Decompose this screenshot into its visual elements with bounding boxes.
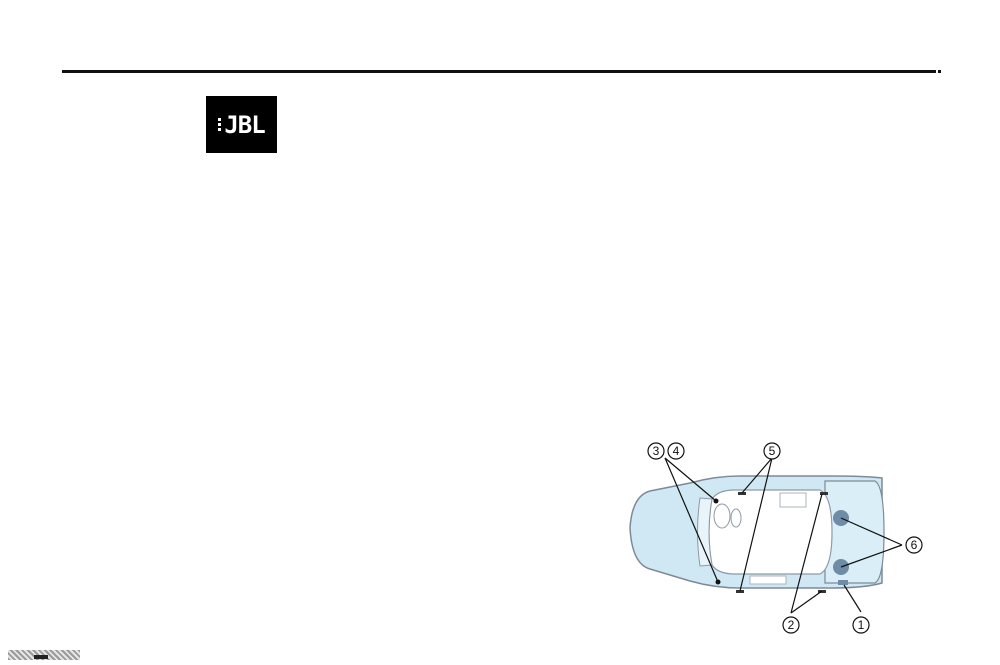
- rear-seat-top: [779, 492, 807, 508]
- jbl-logo: JBL: [206, 96, 277, 153]
- front-seat-left: [713, 503, 731, 529]
- callout-6-label: 6: [911, 538, 918, 552]
- jbl-logo-mark: JBL: [218, 110, 266, 139]
- car-cabin: [708, 489, 833, 575]
- callout-2-circle: [782, 616, 800, 634]
- callout-5-label: 5: [769, 444, 776, 458]
- front-seat-right: [730, 508, 742, 528]
- speaker-door-front-top: [738, 492, 746, 495]
- speaker-door-rear-top: [820, 492, 828, 495]
- header-rule: [62, 70, 936, 73]
- callout-4-circle: [667, 442, 685, 460]
- callout-1-circle: [852, 616, 870, 634]
- car-rear: [824, 480, 885, 584]
- page-thumb-notch: [34, 655, 48, 659]
- page-thumb-tab: [8, 650, 80, 660]
- speaker-door-front-bottom: [736, 590, 744, 593]
- rear-seat-bottom: [749, 575, 787, 585]
- callout-3-label: 3: [653, 444, 660, 458]
- windshield: [697, 497, 713, 567]
- callout-1-label: 1: [858, 618, 865, 632]
- callout-4-label: 4: [673, 444, 680, 458]
- callout-2-label: 2: [788, 618, 795, 632]
- logo-bars-icon: [218, 118, 222, 131]
- logo-text: JBL: [224, 110, 265, 139]
- callout-5-circle: [763, 442, 781, 460]
- callout-6-circle: [905, 536, 923, 554]
- callout-3-circle: [647, 442, 665, 460]
- amplifier: [838, 580, 848, 585]
- car-diagram-svg: 3 4 5 6 2 1: [629, 442, 923, 634]
- leader-lines: [664, 457, 903, 614]
- header-rule-end: [938, 70, 941, 73]
- car-speaker-diagram: 3 4 5 6 2 1: [620, 436, 940, 642]
